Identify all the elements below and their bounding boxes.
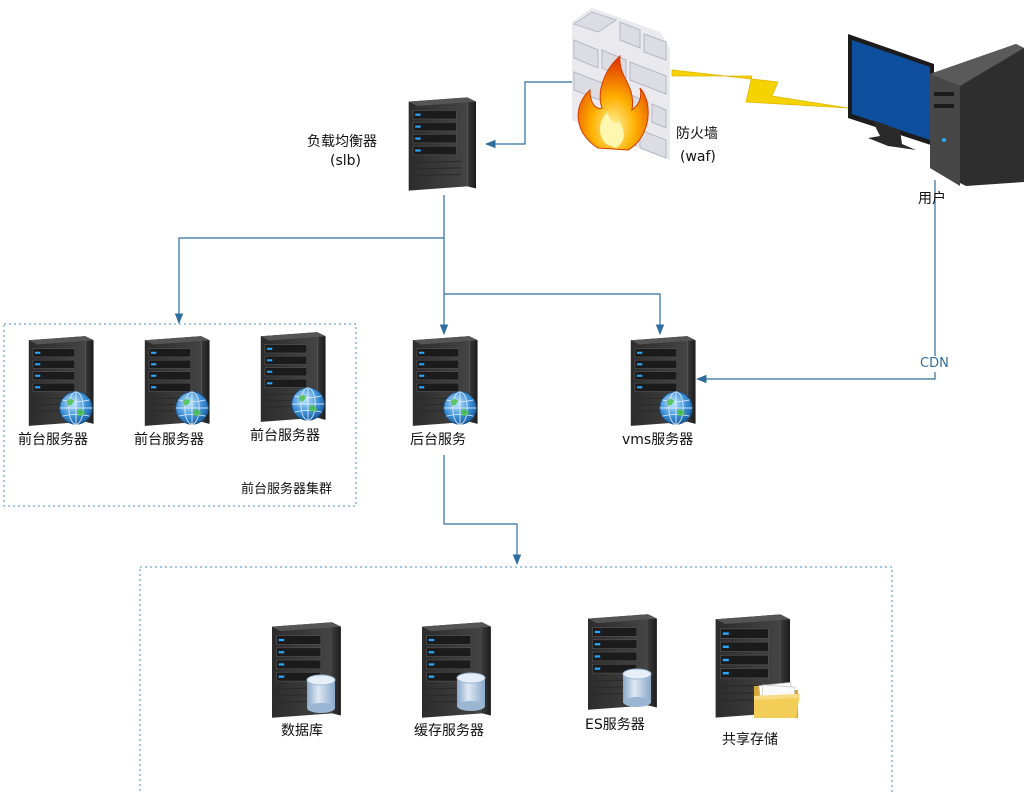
waf-label: 防火墙	[676, 126, 718, 142]
database-label: 数据库	[281, 723, 323, 739]
globe-icon	[59, 391, 93, 425]
globe-icon	[659, 391, 693, 425]
front2-label: 前台服务器	[134, 432, 204, 448]
firewall-icon	[572, 8, 670, 160]
edge-slb-to-frontend-cluster	[174, 195, 445, 325]
es-label: ES服务器	[585, 717, 645, 733]
vms-label: vms服务器	[622, 432, 694, 448]
storage-label: 共享存储	[722, 732, 778, 748]
globe-icon	[291, 387, 325, 421]
lightning-connection-icon	[671, 69, 849, 109]
frontend-cluster-label: 前台服务器集群	[241, 482, 333, 497]
globe-icon	[175, 391, 209, 425]
backend-label: 后台服务	[410, 432, 466, 448]
slb-server-icon	[408, 96, 476, 192]
edge-waf-to-slb	[484, 81, 572, 149]
data-layer-group	[139, 566, 893, 794]
edge-slb-to-vms	[444, 293, 665, 336]
slb-sublabel: (slb)	[330, 153, 361, 169]
folder-icon	[753, 681, 801, 719]
waf-sublabel: (waf)	[680, 149, 716, 165]
globe-icon	[443, 391, 477, 425]
database-icon	[456, 672, 486, 712]
edge-backend-to-data-layer	[443, 455, 522, 566]
front3-label: 前台服务器	[250, 428, 320, 444]
slb-label: 负载均衡器	[307, 134, 377, 150]
database-icon	[622, 668, 652, 708]
edge-user-to-vms	[695, 180, 936, 384]
user-label: 用户	[918, 191, 946, 207]
database-icon	[306, 674, 336, 714]
front1-label: 前台服务器	[18, 432, 88, 448]
cdn-edge-label: CDN	[918, 356, 951, 372]
cache-label: 缓存服务器	[414, 723, 484, 739]
user-computer-icon	[848, 34, 1024, 186]
